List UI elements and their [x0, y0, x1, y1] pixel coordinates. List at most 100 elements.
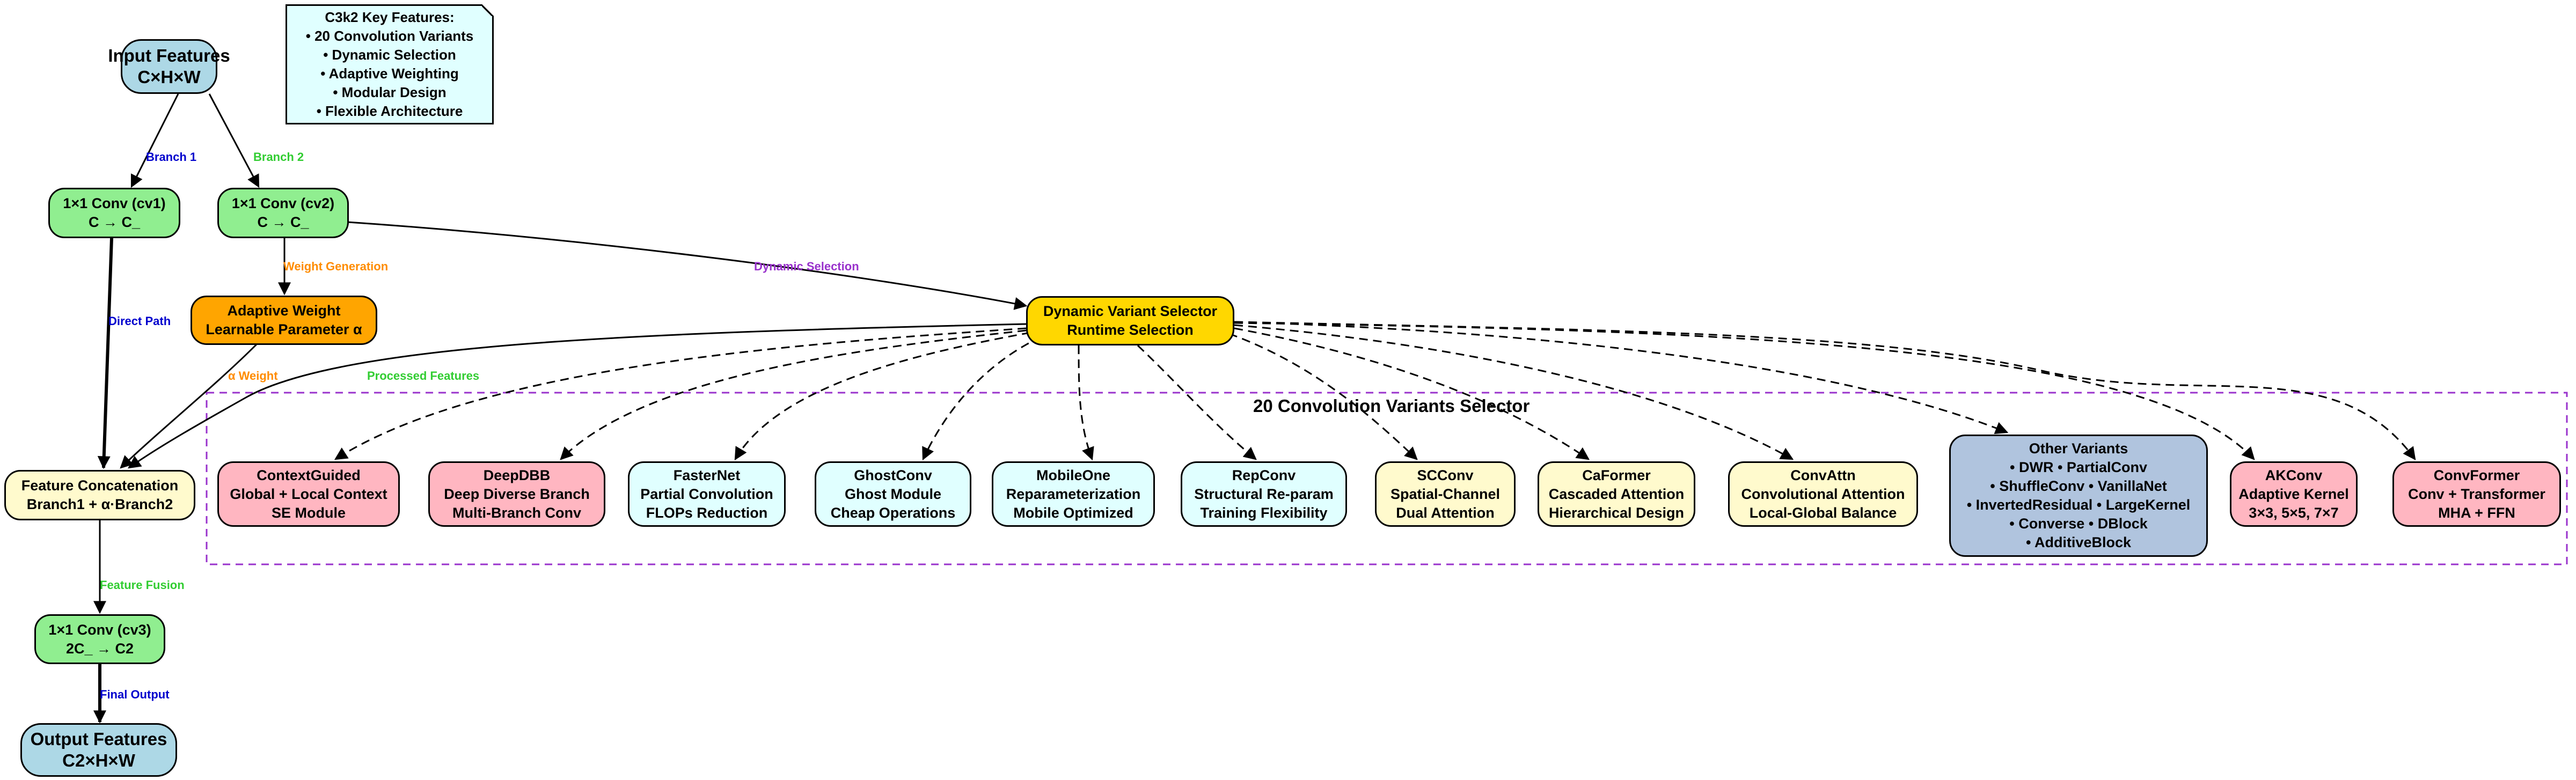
variant-line: Spatial-Channel	[1390, 485, 1501, 502]
variant-line: Local-Global Balance	[1749, 504, 1897, 521]
variants-cluster-border	[206, 392, 2568, 565]
edge-cv2-to-selector	[347, 221, 1028, 310]
node-title: 1×1 Conv (cv3)	[48, 621, 151, 638]
variant-name: ContextGuided	[257, 467, 361, 483]
variant-line: • ShuffleConv • VanillaNet	[1990, 478, 2167, 494]
variant-convformer: ConvFormer Conv + Transformer MHA + FFN	[2392, 461, 2561, 527]
variant-line: Adaptive Kernel	[2238, 485, 2349, 502]
node-title: Adaptive Weight	[227, 303, 341, 319]
variant-scconv: SCConv Spatial-Channel Dual Attention	[1375, 461, 1516, 527]
edge-selector-to-ghostconv	[922, 336, 1042, 461]
edge-selector-to-scconv	[1228, 333, 1418, 460]
note-title: C3k2 Key Features:	[325, 9, 455, 25]
node-feature-concatenation: Feature Concatenation Branch1 + α·Branch…	[4, 470, 195, 520]
note-item: • Flexible Architecture	[316, 103, 463, 119]
edge-label-branch-2: Branch 2	[253, 150, 304, 164]
variant-line: Reparameterization	[1006, 485, 1141, 502]
node-subtitle: C×H×W	[137, 67, 201, 87]
node-subtitle: 2C_ → C2	[65, 640, 134, 657]
variant-name: Other Variants	[2029, 440, 2128, 457]
variant-line: Partial Convolution	[640, 485, 773, 502]
variant-line: Cascaded Attention	[1548, 485, 1685, 502]
variant-line: Convolutional Attention	[1741, 485, 1905, 502]
variant-line: FLOPs Reduction	[646, 504, 768, 521]
variant-line: Multi-Branch Conv	[452, 504, 581, 521]
node-subtitle: C → C_	[88, 214, 141, 230]
edge-adaptive-to-concat	[120, 342, 259, 469]
edge-label-feature-fusion: Feature Fusion	[100, 578, 185, 592]
variant-name: RepConv	[1232, 467, 1296, 483]
variant-line: Global + Local Context	[230, 485, 387, 502]
node-conv-cv2: 1×1 Conv (cv2) C → C_	[217, 188, 349, 238]
edge-selector-to-caformer	[1234, 327, 1590, 460]
edge-selector-to-other	[1234, 321, 2009, 435]
variant-line: MHA + FFN	[2438, 504, 2515, 521]
edge-selector-to-deepdbb	[560, 329, 1027, 460]
edge-selector-to-fasternet	[734, 332, 1031, 461]
edge-cv1-to-concat	[97, 238, 113, 469]
node-subtitle: C → C_	[257, 214, 309, 230]
node-conv-cv1: 1×1 Conv (cv1) C → C_	[48, 188, 180, 238]
edge-label-dynamic-selection: Dynamic Selection	[754, 260, 859, 273]
variant-line: • InvertedResidual • LargeKernel	[1966, 497, 2191, 513]
variant-name: DeepDBB	[483, 467, 551, 483]
variant-line: Structural Re-param	[1194, 485, 1334, 502]
node-title: 1×1 Conv (cv1)	[63, 195, 166, 211]
note-item: • Adaptive Weighting	[320, 65, 459, 82]
edge-selector-to-convformer	[1234, 321, 2416, 460]
edge-label-weight-generation: Weight Generation	[283, 260, 389, 273]
node-subtitle: Learnable Parameter α	[206, 321, 362, 337]
variant-fasternet: FasterNet Partial Convolution FLOPs Redu…	[628, 461, 786, 527]
edge-input-to-cv1	[130, 93, 179, 188]
variant-name: GhostConv	[854, 467, 932, 483]
edge-label-processed-features: Processed Features	[367, 369, 480, 382]
variant-deepdbb: DeepDBB Deep Diverse Branch Multi-Branch…	[428, 461, 605, 527]
edge-selector-to-mobileone	[1078, 345, 1094, 461]
variant-line: SE Module	[271, 504, 346, 521]
variant-line: • Converse • DBlock	[2009, 516, 2148, 532]
node-subtitle: Runtime Selection	[1067, 322, 1194, 338]
variant-contextguided: ContextGuided Global + Local Context SE …	[217, 461, 400, 527]
node-output-features: Output Features C2×H×W	[20, 723, 177, 777]
edge-label-branch-1: Branch 1	[146, 150, 197, 164]
variant-line: Hierarchical Design	[1548, 504, 1685, 521]
variant-convattn: ConvAttn Convolutional Attention Local-G…	[1728, 461, 1918, 527]
variant-ghostconv: GhostConv Ghost Module Cheap Operations	[815, 461, 971, 527]
note-item: • Modular Design	[333, 84, 447, 100]
edge-selector-to-concat	[128, 323, 1027, 469]
node-subtitle: Branch1 + α·Branch2	[26, 496, 173, 512]
node-title: Input Features	[108, 46, 230, 65]
variant-name: FasterNet	[673, 467, 741, 483]
variant-repconv: RepConv Structural Re-param Training Fle…	[1181, 461, 1347, 527]
edge-label-final-output: Final Output	[100, 688, 170, 701]
variant-line: Training Flexibility	[1200, 504, 1328, 521]
edge-label-direct-path: Direct Path	[108, 314, 171, 328]
variant-line: Mobile Optimized	[1013, 504, 1133, 521]
variant-name: MobileOne	[1036, 467, 1110, 483]
node-dynamic-variant-selector: Dynamic Variant Selector Runtime Selecti…	[1026, 296, 1234, 345]
edge-selector-to-contextguided	[334, 327, 1027, 460]
edge-label-alpha-weight: α Weight	[228, 369, 278, 382]
variant-line: Cheap Operations	[830, 504, 956, 521]
node-adaptive-weight: Adaptive Weight Learnable Parameter α	[191, 296, 377, 345]
note-item: • 20 Convolution Variants	[305, 28, 474, 44]
node-title: Feature Concatenation	[21, 477, 179, 494]
node-title: Dynamic Variant Selector	[1043, 303, 1218, 319]
note-item: • Dynamic Selection	[323, 47, 456, 63]
variant-line: Dual Attention	[1396, 504, 1495, 521]
note-fold-corner	[482, 4, 494, 16]
node-title: Output Features	[30, 729, 167, 749]
node-subtitle: C2×H×W	[62, 750, 135, 770]
variant-line: • AdditiveBlock	[2026, 534, 2131, 550]
edge-input-to-cv2	[208, 93, 260, 188]
variant-line: Deep Diverse Branch	[444, 485, 590, 502]
variant-name: SCConv	[1417, 467, 1474, 483]
variant-name: AKConv	[2265, 467, 2323, 483]
variants-cluster-title: 20 Convolution Variants Selector	[1253, 396, 1530, 416]
edge-selector-to-convattn	[1234, 324, 1794, 460]
variant-akconv: AKConv Adaptive Kernel 3×3, 5×5, 7×7	[2230, 461, 2358, 527]
edge-selector-to-repconv	[1137, 344, 1257, 460]
variant-name: ConvAttn	[1790, 467, 1856, 483]
